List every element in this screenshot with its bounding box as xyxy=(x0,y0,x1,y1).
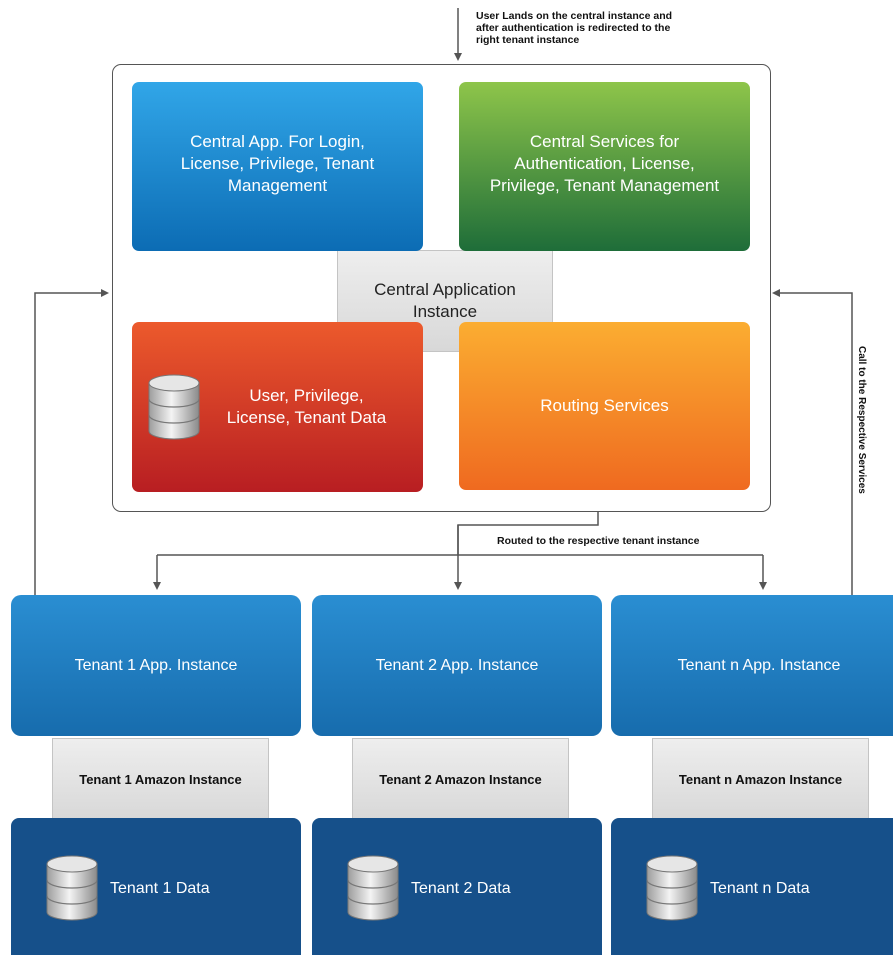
database-icon xyxy=(46,855,98,921)
routing-services-tile: Routing Services xyxy=(459,322,750,490)
tenant-1-data-label: Tenant 1 Data xyxy=(110,880,210,897)
tenant-2-data-tile: Tenant 2 Data xyxy=(312,818,602,955)
top-note-line: right tenant instance xyxy=(476,34,580,46)
tenant-n-app-label: Tenant n App. Instance xyxy=(677,656,841,674)
tenant-1-data-tile: Tenant 1 Data xyxy=(11,818,301,955)
tenant-2-amazon-text: Tenant 2 Amazon Instance xyxy=(379,771,542,787)
tenant-1-app-tile: Tenant 1 App. Instance xyxy=(11,595,301,736)
tenant-2-app-label: Tenant 2 App. Instance xyxy=(375,656,539,674)
central-services-line: Privilege, Tenant Management xyxy=(489,175,720,195)
tenant-n-app-tile: Tenant n App. Instance xyxy=(611,595,893,736)
central-app-tile: Central App. For Login, License, Privile… xyxy=(132,82,423,251)
tenant-n-data-tile: Tenant n Data xyxy=(611,818,893,955)
routed-note: Routed to the respective tenant instance xyxy=(497,535,700,547)
tenant-2-data-label: Tenant 2 Data xyxy=(411,880,511,897)
tenant-1-amazon-text: Tenant 1 Amazon Instance xyxy=(79,771,242,787)
top-note: User Lands on the central instance and a… xyxy=(476,10,736,46)
side-note: Call to the Respective Services xyxy=(856,346,867,494)
left-return-arrow xyxy=(34,289,109,595)
tenant-1-app-label: Tenant 1 App. Instance xyxy=(74,656,238,674)
tenant-1-amazon-label: Tenant 1 Amazon Instance xyxy=(52,738,269,820)
top-note-line: after authentication is redirected to th… xyxy=(476,22,671,34)
central-label-line: Instance xyxy=(412,302,478,321)
central-app-line: Management xyxy=(227,175,328,195)
tenant-n-amazon-label: Tenant n Amazon Instance xyxy=(652,738,869,820)
central-data-line: User, Privilege, xyxy=(249,386,364,405)
right-call-arrow xyxy=(772,289,853,595)
central-data-line: License, Tenant Data xyxy=(226,408,387,427)
tenant-2-amazon-label: Tenant 2 Amazon Instance xyxy=(352,738,569,820)
central-label-line: Central Application xyxy=(374,280,516,299)
central-data-tile: User, Privilege, License, Tenant Data xyxy=(132,322,423,492)
routing-services-label: Routing Services xyxy=(540,396,669,415)
central-app-line: License, Privilege, Tenant xyxy=(180,153,375,173)
central-services-tile: Central Services for Authentication, Lic… xyxy=(459,82,750,251)
central-services-line: Authentication, License, xyxy=(514,153,695,173)
central-app-line: Central App. For Login, xyxy=(190,131,365,151)
tenant-n-data-label: Tenant n Data xyxy=(710,880,810,897)
central-services-line: Central Services for xyxy=(529,131,680,151)
database-icon xyxy=(148,374,200,440)
database-icon xyxy=(347,855,399,921)
tenant-2-app-tile: Tenant 2 App. Instance xyxy=(312,595,602,736)
top-note-line: User Lands on the central instance and xyxy=(476,10,673,22)
tenant-n-amazon-text: Tenant n Amazon Instance xyxy=(678,771,843,787)
database-icon xyxy=(646,855,698,921)
